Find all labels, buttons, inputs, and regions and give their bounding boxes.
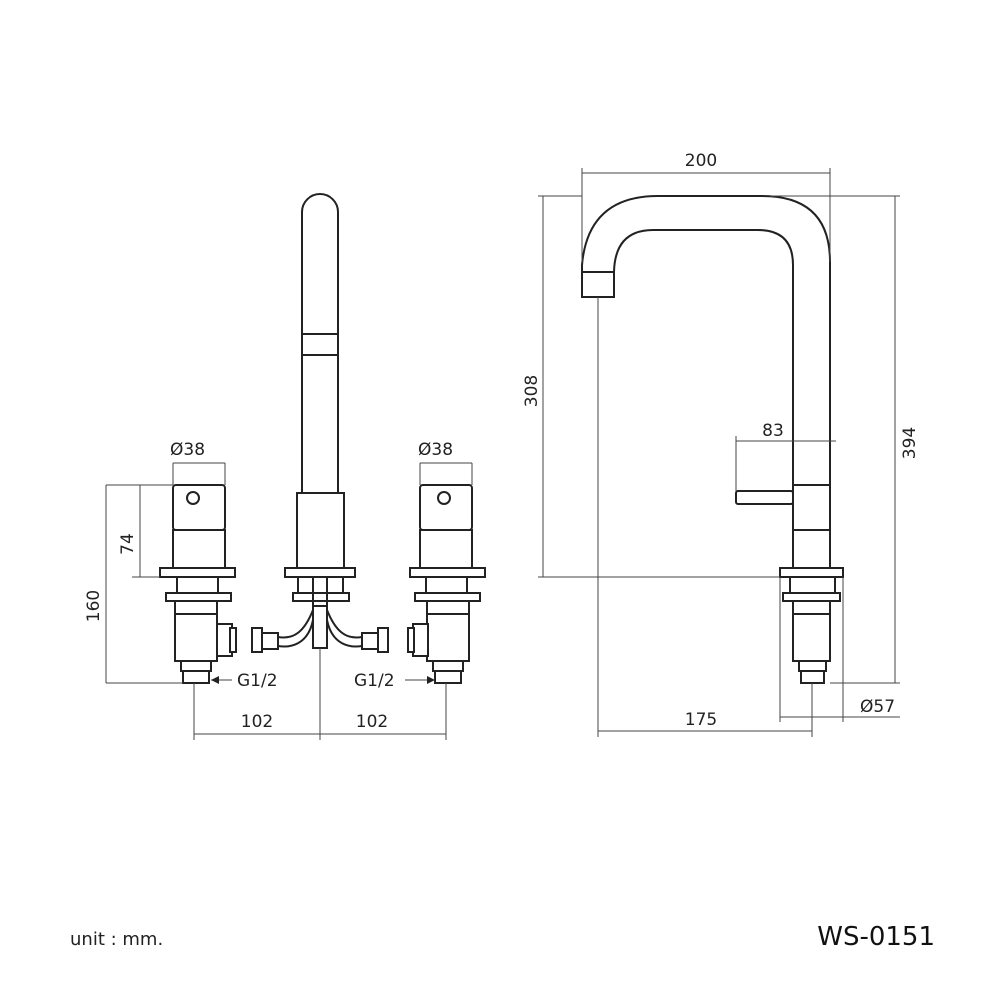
spout-height-label: 308 xyxy=(522,375,542,407)
spacing-right-label: 102 xyxy=(356,712,388,732)
handle-height-label: 74 xyxy=(118,533,138,555)
overall-height-label: 394 xyxy=(900,427,920,459)
left-thread-label: G1/2 xyxy=(237,671,278,691)
right-thread-label: G1/2 xyxy=(354,671,395,691)
side-view: 200 308 394 83 175 Ø57 xyxy=(522,151,920,737)
side-dimension-lines xyxy=(538,168,900,737)
spacing-left-label: 102 xyxy=(241,712,273,732)
left-diameter-label: Ø38 xyxy=(170,440,205,460)
front-view: Ø38 Ø38 74 160 G1/2 G1/2 102 102 xyxy=(84,193,486,740)
base-diameter-label: Ø57 xyxy=(860,697,895,717)
left-handle-valve xyxy=(159,484,237,684)
front-dimension-lines xyxy=(105,462,473,740)
center-spout xyxy=(251,193,389,653)
right-handle-valve xyxy=(407,484,486,684)
total-height-label: 160 xyxy=(84,590,104,622)
unit-label: unit : mm. xyxy=(70,929,163,950)
spout-to-center-label: 175 xyxy=(685,710,717,730)
right-diameter-label: Ø38 xyxy=(418,440,453,460)
handle-offset-label: 83 xyxy=(762,421,784,441)
spout-reach-label: 200 xyxy=(685,151,717,171)
model-code: WS-0151 xyxy=(817,922,935,952)
